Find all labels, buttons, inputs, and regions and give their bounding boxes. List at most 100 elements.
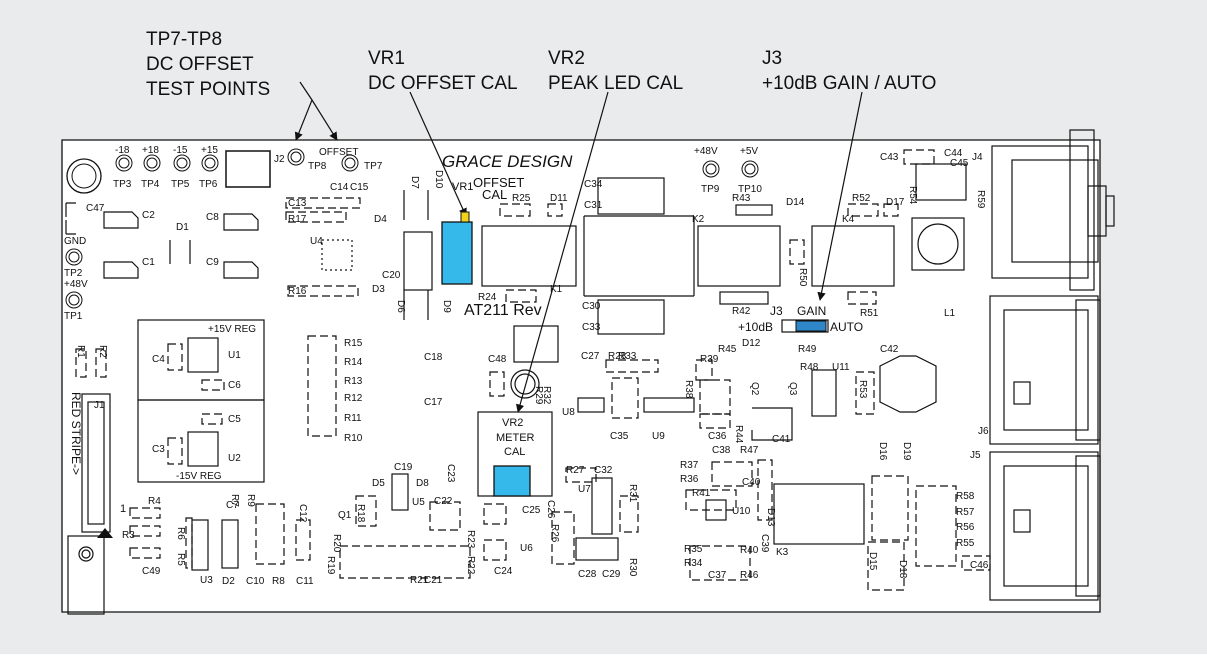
d2-body	[221, 519, 239, 569]
ref-u6: U6	[520, 543, 533, 554]
vr2-label: VR2	[502, 417, 523, 429]
ref-r13: R13	[344, 376, 363, 387]
tp3-ring	[118, 157, 130, 169]
l1-body	[911, 217, 965, 271]
ref-c4: C4	[152, 354, 165, 365]
ref-c8: C8	[206, 212, 219, 223]
ref-r43: R43	[732, 193, 751, 204]
ref-r15: R15	[344, 338, 363, 349]
j1-inner	[87, 401, 105, 525]
pad-32	[685, 489, 737, 511]
ref-d2: D2	[222, 576, 235, 587]
pad-42	[915, 485, 957, 567]
ref-r12: R12	[344, 393, 363, 404]
vr2-trimmer[interactable]	[493, 465, 531, 497]
ref-c22: C22	[434, 496, 453, 507]
ref-c2: C2	[142, 210, 155, 221]
ref-r40: R40	[740, 545, 759, 556]
ref-r55: R55	[956, 538, 975, 549]
ref-r16: R16	[288, 286, 307, 297]
ref-r20: R20	[331, 534, 342, 553]
tp-left-column: GND TP2 +48V TP1	[64, 236, 88, 322]
ref-d10: D10	[433, 170, 444, 189]
ref-c1: C1	[142, 257, 155, 268]
ref-c23: C23	[445, 464, 456, 483]
pad-39	[619, 495, 639, 533]
ref-r32: R32	[541, 386, 552, 405]
j6-flange	[1075, 299, 1101, 441]
tp4-icon	[143, 154, 161, 172]
ref-c48: C48	[488, 354, 507, 365]
tp2-top: GND	[64, 236, 86, 247]
center-components	[191, 177, 965, 571]
j4-xlr-latch	[1105, 195, 1115, 227]
callout-vr1-line1: VR1	[368, 48, 405, 69]
ref-r2: R2	[97, 345, 108, 358]
ref-c3: C3	[152, 444, 165, 455]
ref-r11: R11	[344, 413, 362, 424]
left-components	[65, 202, 265, 615]
pad-45	[483, 503, 507, 525]
j3-group: J3 GAIN +10dB AUTO	[738, 304, 863, 334]
ref-r45: R45	[718, 344, 737, 355]
d1-outline	[169, 240, 191, 264]
ref-r52: R52	[852, 193, 871, 204]
ref-u7: U7	[578, 484, 591, 495]
tp6-ring	[204, 157, 216, 169]
ref-d6: D6	[395, 300, 406, 313]
r43-body	[735, 204, 773, 216]
red-stripe-label: RED STRIPE->	[69, 392, 83, 475]
tp1-bottom: TP1	[64, 311, 83, 322]
tp1-ring	[68, 294, 80, 306]
k2-body	[697, 225, 781, 287]
pad-2	[129, 507, 161, 519]
ref-d7: D7	[409, 176, 420, 189]
tp9-top: +48V	[694, 146, 718, 157]
offset-label: OFFSET	[319, 147, 358, 158]
vr2-labels: VR2 METER CAL	[496, 417, 535, 458]
tp9-bottom: TP9	[701, 184, 720, 195]
ref-c26: C26	[545, 500, 556, 519]
ref-r39: R39	[700, 354, 719, 365]
ref-c24: C24	[494, 566, 513, 577]
ref-r41: R41	[692, 488, 711, 499]
callout-tp: TP7-TP8 DC OFFSET TEST POINTS	[146, 29, 270, 100]
ref-d5: D5	[372, 478, 385, 489]
ref-c14: C14	[330, 182, 349, 193]
c9-outline	[223, 261, 259, 279]
ref-c36: C36	[708, 431, 727, 442]
pad-1	[95, 348, 107, 378]
ref-d4: D4	[374, 214, 387, 225]
vr1-trimmer[interactable]	[441, 221, 473, 285]
tp5-icon	[173, 154, 191, 172]
pad-21	[547, 203, 563, 217]
ref-r47: R47	[740, 445, 759, 456]
pad-34	[757, 459, 773, 521]
c42-body	[879, 355, 937, 413]
pad-0	[75, 348, 87, 378]
pin-one-label: 1	[120, 503, 126, 515]
ref-d12: D12	[742, 338, 761, 349]
ref-c28: C28	[578, 569, 597, 580]
ref-c15: C15	[350, 182, 369, 193]
ref-c41: C41	[772, 434, 791, 445]
ref-k3: K3	[776, 547, 789, 558]
pad-43	[903, 149, 935, 165]
ref-r8: R8	[272, 576, 285, 587]
tp3-top: -18	[115, 145, 130, 156]
j3-shunt[interactable]	[795, 320, 827, 332]
tp10-ring	[744, 163, 756, 175]
tp7-ring	[344, 157, 356, 169]
tp3-icon	[115, 154, 133, 172]
vr1-cal-label: CAL	[482, 187, 507, 202]
ref-r53: R53	[857, 380, 868, 399]
ref-r24: R24	[478, 292, 497, 303]
c2-outline	[103, 211, 139, 229]
ref-d11: D11	[550, 193, 568, 204]
ref-r26: R26	[549, 524, 560, 543]
ref-r18: R18	[355, 504, 366, 523]
tp5-top: -15	[173, 145, 188, 156]
c20-body	[403, 231, 433, 291]
pad-9	[285, 197, 361, 209]
